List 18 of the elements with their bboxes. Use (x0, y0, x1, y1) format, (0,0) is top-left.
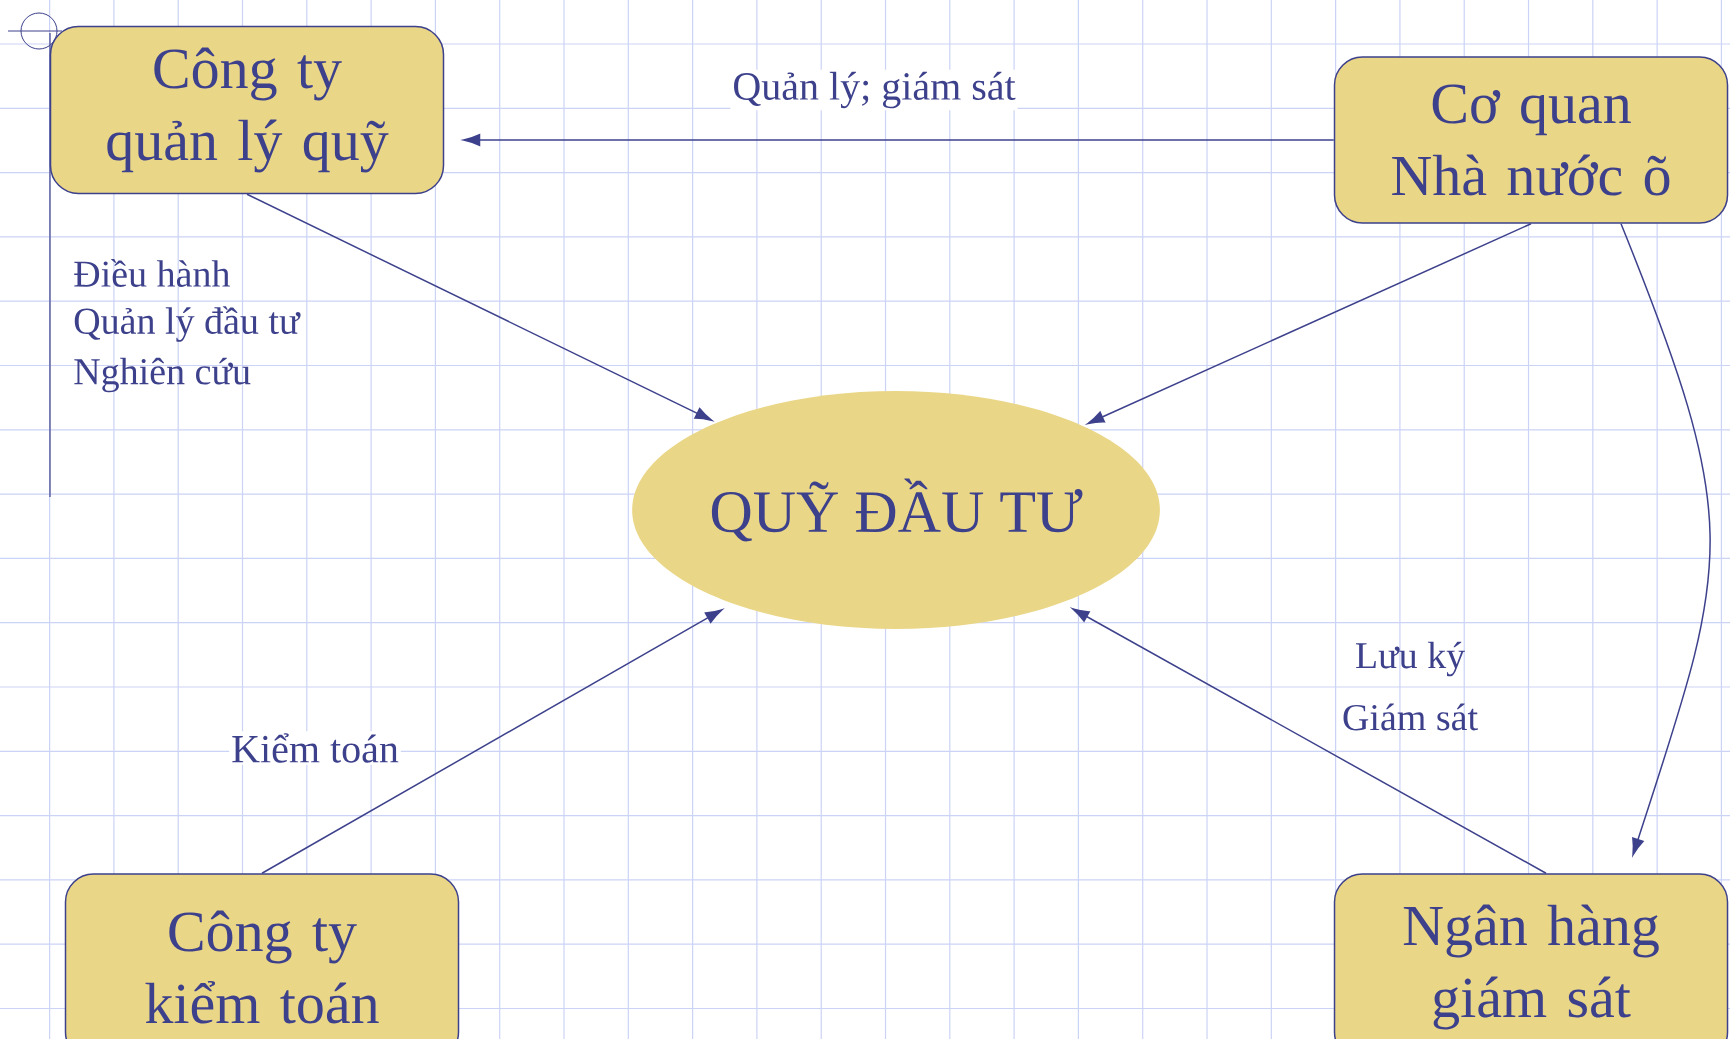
text-label: Nghiên cứu (74, 357, 251, 393)
rounded-box: Công ty quản lý quỹ (49, 25, 445, 195)
text-label: Quản lý đầu tư (74, 306, 301, 342)
text-label: Điều hành (74, 259, 230, 287)
rounded-box: Cơ quan Nhà nước õ (1333, 56, 1729, 224)
text-label: Lưu ký (1355, 641, 1466, 677)
arrow (246, 193, 713, 421)
edge-label: Kiểm toán (229, 731, 401, 765)
edge-label: Quản lý; giám sát (730, 69, 1018, 111)
rounded-box: Ngân hàng giám sát (1333, 873, 1729, 1039)
arrow (261, 609, 723, 874)
rounded-box: Công ty kiểm toán (64, 873, 460, 1039)
ellipse-node: QUỸ ĐẦU TƯ (632, 391, 1160, 629)
text-label: Giám sát (1343, 703, 1478, 731)
arrow (1072, 608, 1547, 874)
arrow (1087, 223, 1532, 425)
arrow (1620, 223, 1711, 856)
arrow (463, 133, 1335, 147)
